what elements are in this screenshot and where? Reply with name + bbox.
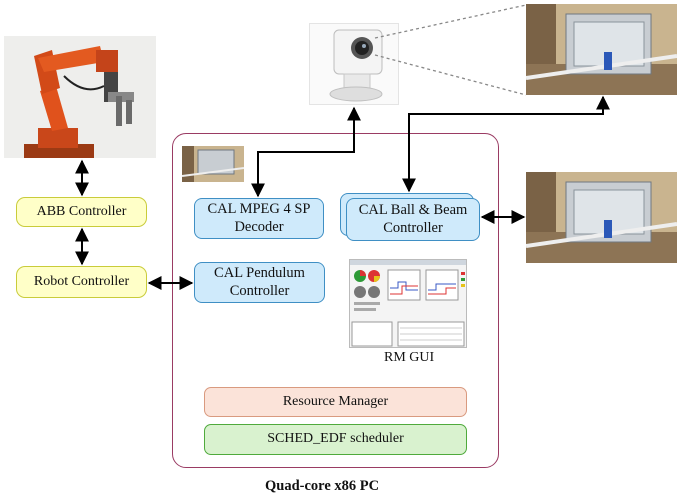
abb-controller-box: ABB Controller xyxy=(16,197,147,227)
resource-manager-label: Resource Manager xyxy=(282,393,389,409)
video-thumbnail-image xyxy=(182,146,244,182)
ball-beam-camera-view-image xyxy=(526,4,677,95)
camera-view-line-top xyxy=(374,4,527,39)
resource-manager-box: Resource Manager xyxy=(204,387,467,417)
sched-edf-scheduler-box: SCHED_EDF scheduler xyxy=(204,424,467,455)
pc-caption: Quad-core x86 PC xyxy=(265,478,380,494)
camera-image xyxy=(309,23,399,105)
mpeg-decoder-label: CAL MPEG 4 SP Decoder xyxy=(207,201,311,235)
pendulum-controller-label: CAL Pendulum Controller xyxy=(214,265,305,299)
ball-beam-controller-box: CAL Ball & Beam Controller xyxy=(346,198,480,241)
robot-controller-box: Robot Controller xyxy=(16,266,147,298)
arrow-camera-mpeg xyxy=(251,106,361,198)
ball-beam-controller-label: CAL Ball & Beam Controller xyxy=(358,202,468,236)
sched-edf-scheduler-label: SCHED_EDF scheduler xyxy=(267,431,404,447)
rm-gui-screenshot xyxy=(349,259,467,348)
robot-controller-label: Robot Controller xyxy=(33,273,130,289)
mpeg-decoder-box: CAL MPEG 4 SP Decoder xyxy=(194,198,324,239)
rm-gui-label: RM GUI xyxy=(384,350,435,365)
camera-view-line-bottom xyxy=(374,54,527,96)
arrow-photo-ballbeam xyxy=(402,95,610,193)
pendulum-controller-box: CAL Pendulum Controller xyxy=(194,262,325,303)
robot-arm-image xyxy=(4,36,156,158)
abb-controller-label: ABB Controller xyxy=(36,203,127,219)
